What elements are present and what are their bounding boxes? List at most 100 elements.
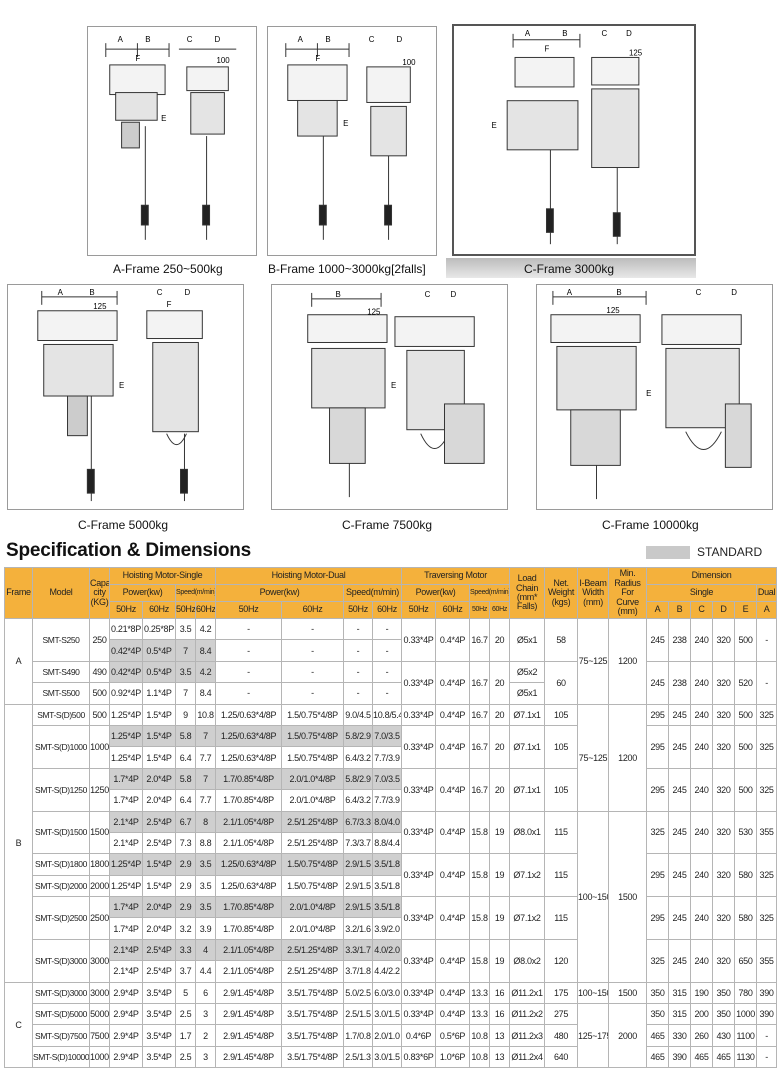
cell: 16 [489, 981, 511, 1005]
cell: 320 [712, 896, 736, 940]
svg-text:D: D [450, 290, 456, 299]
cell: 1.25/0.63*4/8P [215, 874, 282, 898]
cell: 1.5/0.75*4/8P [281, 724, 344, 748]
cell: 325 [756, 767, 778, 812]
cell: 3.9 [195, 917, 216, 940]
cell: - [215, 617, 282, 641]
caption-c-frame-7500: C-Frame 7500kg [342, 518, 433, 532]
svg-text:C: C [425, 290, 431, 299]
cell: Ø11.2x4 [509, 1045, 546, 1069]
cell: 60 [544, 660, 579, 705]
cell: 75~125 [577, 703, 610, 812]
cell: 465 [712, 1045, 736, 1069]
cell: 8.4 [195, 682, 216, 705]
model-cell: SMT-S(D)5000 [32, 1003, 90, 1026]
cell: 7.3/3.7 [343, 831, 373, 855]
cell: 1.25/0.63*4/8P [215, 853, 282, 876]
cell: 20 [489, 724, 511, 769]
cell: 1.1*4P [142, 682, 176, 705]
cell: 1.25/0.63*4/8P [215, 724, 282, 748]
svg-text:B: B [335, 290, 340, 299]
cell: - [343, 639, 373, 662]
cell: 320 [712, 703, 736, 726]
cell: 0.33*4P [401, 703, 437, 726]
cell: 0.33*4P [401, 938, 437, 983]
capacity-cell: 500 [89, 682, 110, 705]
cell: Ø7.1x1 [509, 703, 546, 726]
cell: 4.4 [195, 960, 216, 983]
cell: 3.5*4P [142, 1045, 176, 1069]
hz-col: 50Hz [215, 601, 282, 619]
cell: 0.5*4P [142, 660, 176, 684]
cell: 500 [734, 767, 758, 812]
cell: 15.8 [469, 938, 491, 983]
cell: 295 [646, 853, 670, 898]
cell: 2.0/1.0*4/8P [281, 896, 344, 919]
cell: 2.1/1.05*4/8P [215, 938, 282, 962]
cell: 245 [668, 938, 692, 983]
cell: 13.3 [469, 981, 491, 1005]
cell: 350 [712, 1003, 736, 1026]
cell: 325 [756, 703, 778, 726]
cell: 0.33*4P [401, 853, 437, 898]
model-cell: SMT-S490 [32, 660, 90, 684]
cell: 500 [734, 724, 758, 769]
cell: - [281, 682, 344, 705]
cell: 0.4*4P [435, 724, 471, 769]
cell: 3.5 [195, 853, 216, 876]
cell: 3.3 [175, 938, 196, 962]
cell: 500 [734, 703, 758, 726]
cell: 2.0/1.0*4/8P [281, 789, 344, 812]
cell: 0.4*4P [435, 767, 471, 812]
col-model: Model [32, 567, 90, 619]
cell: 200 [690, 1003, 714, 1026]
cell: 295 [646, 896, 670, 940]
cell: 8.0/4.0 [371, 810, 403, 833]
cell: 2.0/1.0 [371, 1024, 403, 1047]
svg-text:F: F [167, 300, 172, 309]
cell: 2.5/1.3 [343, 1045, 373, 1069]
cell: 3.0/1.5 [371, 1003, 403, 1026]
hz-col: 50Hz [109, 601, 143, 619]
svg-text:A: A [118, 35, 124, 44]
cell: 3.5*4P [142, 1024, 176, 1047]
cell: 465 [690, 1045, 714, 1069]
cell: - [756, 660, 778, 705]
cell: 295 [646, 767, 670, 812]
cell: 315 [668, 1003, 692, 1026]
cell: 245 [668, 810, 692, 855]
cell: 1.25*4P [109, 853, 143, 876]
cell: 780 [734, 981, 758, 1005]
svg-text:C: C [696, 288, 702, 297]
cell: 20 [489, 767, 511, 812]
cell: 16.7 [469, 660, 491, 705]
cell: - [215, 660, 282, 684]
svg-text:C: C [602, 29, 608, 38]
dim-col: A [646, 601, 670, 619]
cell: 295 [646, 703, 670, 726]
cell: 390 [756, 981, 778, 1005]
cell: 1.5*4P [142, 746, 176, 769]
cell: 325 [646, 938, 670, 983]
cell: 1200 [608, 703, 648, 812]
cell: 5.8 [175, 724, 196, 748]
caption-shadow [446, 258, 696, 278]
cell: 1.7/0.85*4/8P [215, 789, 282, 812]
cell: 4.2 [195, 660, 216, 684]
cell: 10.8 [469, 1024, 491, 1047]
svg-text:C: C [369, 35, 375, 44]
cell: 5 [175, 981, 196, 1005]
cell: 3.5 [195, 896, 216, 919]
svg-text:125: 125 [93, 302, 107, 311]
cell: 0.42*4P [109, 660, 143, 684]
svg-text:B: B [145, 35, 150, 44]
cell: 1.7/0.8 [343, 1024, 373, 1047]
cell: 0.4*4P [435, 810, 471, 855]
